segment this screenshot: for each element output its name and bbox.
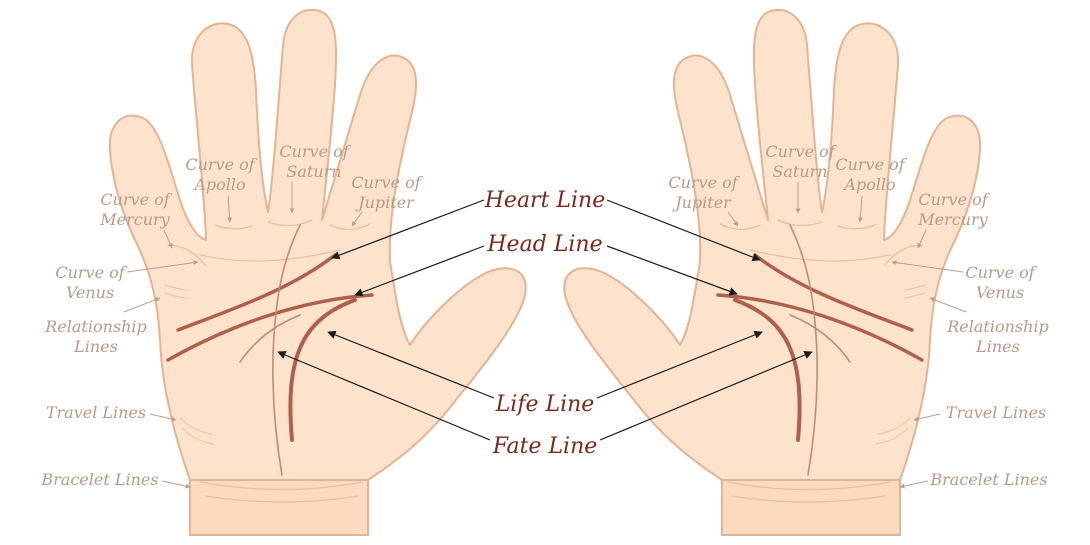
apollo-label-right-line2: Apollo [842, 175, 895, 194]
mercury-pointer-left [163, 229, 173, 249]
jupiter-label-left-line2: Jupiter [355, 193, 415, 212]
relationship-label-right-line2: Lines [975, 337, 1020, 356]
venus-pointer-left [126, 260, 199, 273]
apollo-label-right-line1: Curve of [835, 155, 907, 174]
travel-lines-label-right: Travel Lines [946, 403, 1046, 422]
jupiter-label-left-line1: Curve of [351, 173, 423, 192]
apollo-pointer-left [227, 195, 233, 223]
mercury-label-left-line1: Curve of [100, 190, 172, 209]
jupiter-label-right-line1: Curve of [668, 173, 740, 192]
mercury-label-left-line2: Mercury [99, 210, 170, 229]
life-line-pointer-left [327, 330, 495, 399]
jupiter-pointer-right [727, 211, 739, 227]
relationship-label-left-line1: Relationship [44, 317, 147, 336]
relationship-label-right-line1: Relationship [946, 317, 1049, 336]
travel-pointer-right [913, 413, 941, 422]
life-line-label: Life Line [495, 392, 595, 417]
mercury-label-right-line1: Curve of [918, 190, 990, 209]
relationship-pointer-right [929, 297, 967, 313]
head-line-label: Head Line [486, 232, 602, 257]
fate-line-label: Fate Line [492, 434, 598, 459]
left-hand [107, 7, 528, 538]
head-line-pointer-right [606, 245, 738, 296]
bracelet-pointer-right [899, 480, 929, 489]
jupiter-label-right-line2: Jupiter [672, 193, 732, 212]
saturn-label-left-line2: Saturn [286, 162, 341, 181]
fate-line-pointer-left [277, 351, 491, 441]
venus-pointer-right [891, 260, 964, 273]
travel-pointer-left [149, 413, 177, 422]
saturn-label-right-line1: Curve of [765, 142, 837, 161]
head-line-pointer-left [354, 245, 485, 297]
heart-line-pointer-left [331, 199, 485, 260]
travel-lines-label-left: Travel Lines [46, 403, 146, 422]
bracelet-lines-label-left: Bracelet Lines [40, 470, 158, 489]
mercury-pointer-right [917, 229, 927, 249]
venus-label-left-line2: Venus [66, 283, 114, 302]
bracelet-pointer-left [161, 480, 191, 489]
relationship-label-left-line2: Lines [73, 337, 118, 356]
apollo-pointer-right [857, 195, 863, 223]
life-line-pointer-right [596, 330, 763, 399]
apollo-label-left-line2: Apollo [192, 175, 245, 194]
apollo-label-left-line1: Curve of [185, 155, 257, 174]
venus-label-right-line1: Curve of [965, 263, 1037, 282]
saturn-label-left-line1: Curve of [279, 142, 351, 161]
saturn-label-right-line2: Saturn [772, 162, 827, 181]
bracelet-lines-label-right: Bracelet Lines [929, 470, 1047, 489]
venus-label-right-line2: Venus [976, 283, 1024, 302]
fate-line-pointer-right [599, 351, 813, 441]
jupiter-pointer-left [351, 211, 363, 227]
heart-line-pointer-right [606, 199, 761, 262]
right-hand [562, 7, 983, 538]
venus-label-left-line1: Curve of [55, 263, 127, 282]
relationship-pointer-left [123, 297, 161, 313]
heart-line-label: Heart Line [484, 188, 606, 213]
mercury-label-right-line2: Mercury [917, 210, 988, 229]
